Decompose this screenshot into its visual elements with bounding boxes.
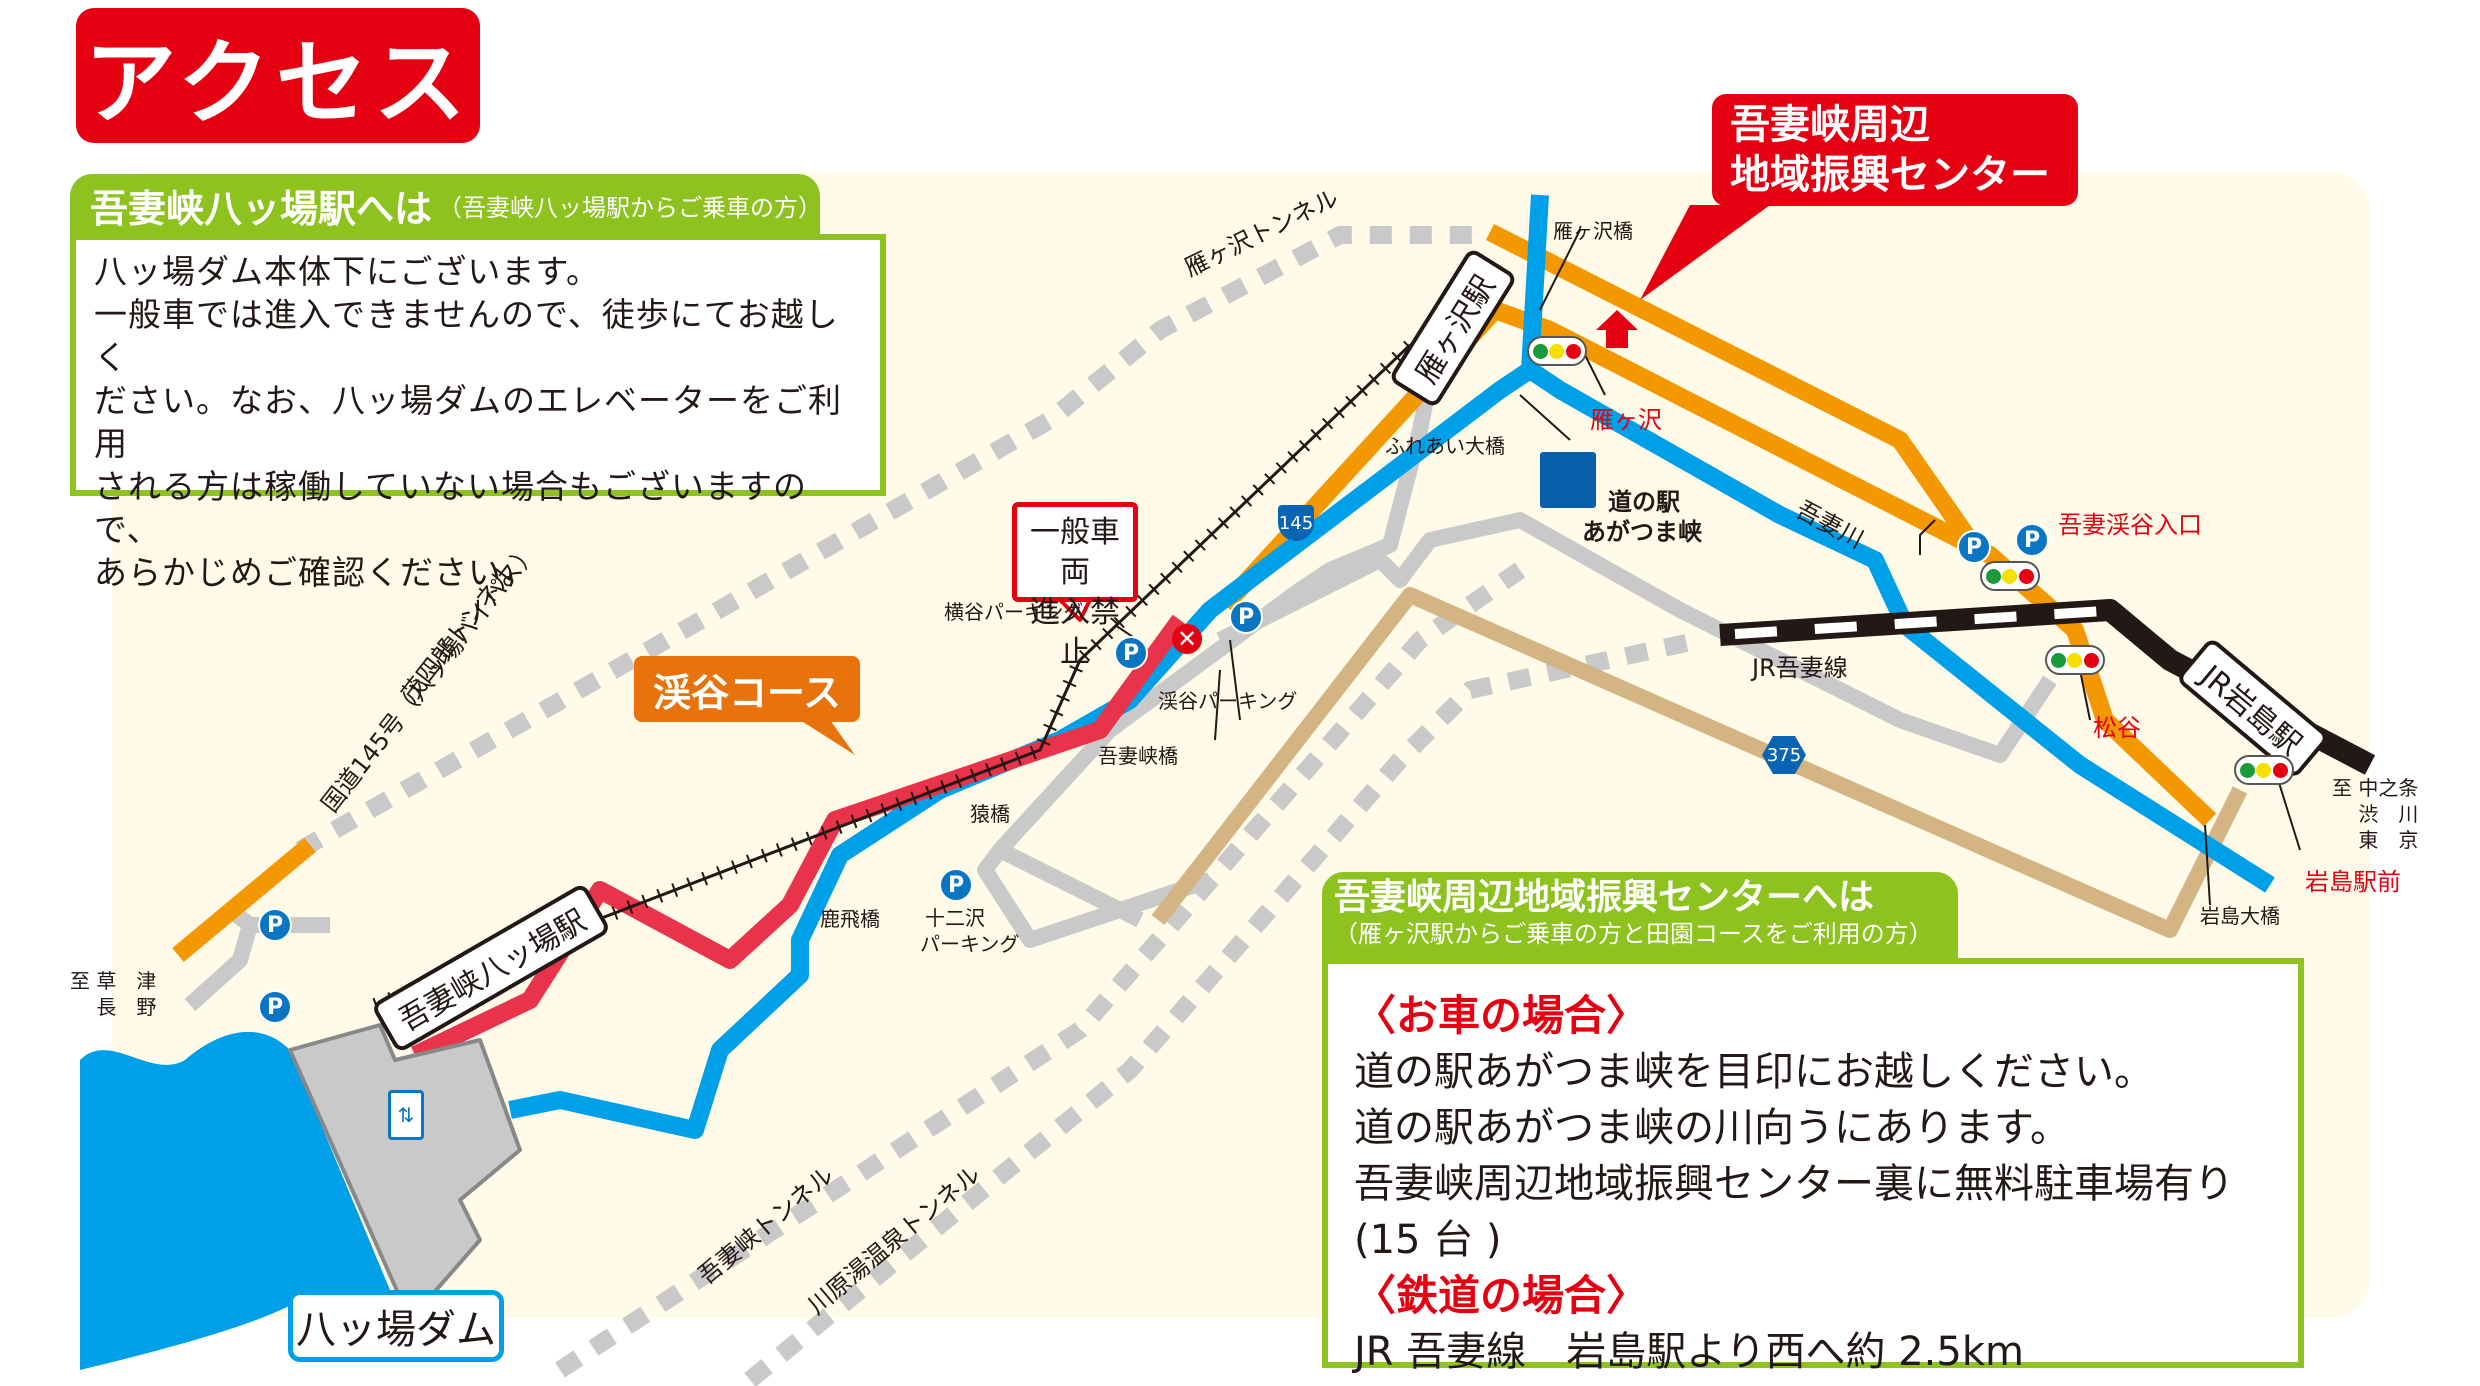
intersection-matsuya: 松谷: [2093, 714, 2141, 742]
label-juniso-parking-2: パーキング: [920, 932, 1020, 956]
yamba-info-line: あらかじめご確認ください。: [94, 553, 536, 592]
yamba-station-info-box: 八ッ場ダム本体下にございます。 一般車では進入できませんので、徒歩にてお越しく …: [70, 234, 886, 592]
keikoku-course-tag: 渓谷コース: [634, 656, 860, 722]
elevator-icon: ⇅: [388, 1090, 424, 1140]
car-heading: 〈お車の場合〉: [1354, 991, 1649, 1040]
jr-agatsuma-line-east-dash: [1734, 606, 2106, 639]
intersection-iwashima-ekimae: 岩島駅前: [2305, 868, 2401, 896]
jr-agatsuma-line-west: [374, 343, 1412, 1007]
parking-icon: P: [1114, 636, 1148, 670]
michi-no-eki-icon: [1540, 452, 1596, 508]
parking-icon: P: [258, 908, 292, 942]
michi-no-eki-label-2: あがつま峡: [1582, 518, 1702, 546]
intersection-agatsuma-keikoku-entrance: 吾妻渓谷入口: [2058, 511, 2202, 539]
destination-east: 至 中之条 渋 川 東 京: [2332, 776, 2419, 852]
destination-west: 至 草 津 長 野: [70, 969, 157, 1019]
route-375-badge: 375: [1762, 736, 1806, 774]
page-title: アクセス: [76, 8, 480, 143]
label-shika-bridge: 鹿飛橋: [820, 907, 880, 931]
no-entry-sign: 一般車両 進入禁止: [1012, 502, 1138, 670]
yamba-info-line: 八ッ場ダム本体下にございます。: [94, 252, 601, 291]
label-iwashima-bridge: 岩島大橋: [2200, 904, 2280, 928]
label-juniso-parking-1: 十二沢: [925, 906, 985, 930]
parking-icon: P: [939, 868, 973, 902]
tunnel-kawarayu: [744, 631, 1702, 1386]
rail-line: JR 吾妻線 岩島駅より西へ約 2.5km: [1354, 1329, 2024, 1375]
parking-icon: P: [2015, 523, 2049, 557]
parking-icon: P: [1229, 600, 1263, 634]
traffic-signal-icon: [1980, 561, 2040, 591]
national-road-west: [172, 838, 316, 962]
no-entry-line2: 進入禁止: [1030, 595, 1120, 670]
label-fureai-bridge: ふれあい大橋: [1385, 434, 1505, 458]
national-road-145-new: [1485, 223, 1988, 561]
keikoku-course: [411, 614, 1188, 1064]
center-callout: 吾妻峡周辺 地域振興センター: [1712, 94, 2078, 206]
center-callout-line1: 吾妻峡周辺: [1730, 102, 1930, 148]
no-entry-line1: 一般車両: [1030, 515, 1120, 590]
keikoku-pointer: [800, 720, 855, 755]
tunnel-gangasawa: [295, 226, 1480, 858]
intersection-gangasawa: 雁ヶ沢: [1590, 406, 1662, 434]
car-line: 道の駅あがつま峡の川向うにあります。: [1354, 1105, 2070, 1151]
yamba-info-line: される方は稼働していない場合もございますので、: [94, 467, 808, 549]
center-info-heading: 吾妻峡周辺地域振興センターへは （雁ヶ沢駅からご乗車の方と田園コースをご利用の方…: [1322, 872, 1958, 962]
dam-label: 八ッ場ダム: [288, 1290, 504, 1362]
center-subheading-text: （雁ヶ沢駅からご乗車の方と田園コースをご利用の方）: [1334, 920, 1933, 948]
agatsuma-river: [508, 194, 2275, 1139]
center-pointer: [1640, 205, 1770, 300]
car-line: 吾妻峡周辺地域振興センター裏に無料駐車場有り: [1354, 1161, 2234, 1207]
michi-no-eki-label-1: 道の駅: [1608, 488, 1680, 516]
label-yokoya-parking: 横谷パーキング: [944, 600, 1084, 624]
yamba-subheading-text: （吾妻峡八ッ場駅からご乗車の方）: [438, 193, 823, 222]
yamba-info-line: ださい。なお、八ッ場ダムのエレベーターをご利用: [94, 381, 842, 463]
yamba-station-heading: 吾妻峡八ッ場駅へは （吾妻峡八ッ場駅からご乗車の方）: [70, 174, 823, 236]
center-house-arrow: [1596, 310, 1638, 348]
center-callout-line2: 地域振興センター: [1730, 152, 2050, 198]
center-info-box: 〈お車の場合〉 道の駅あがつま峡を目印にお越しください。 道の駅あがつま峡の川向…: [1322, 958, 2304, 1375]
yamba-info-line: 一般車では進入できませんので、徒歩にてお越しく: [94, 295, 839, 377]
label-gangasawa-bridge: 雁ヶ沢橋: [1553, 219, 1633, 243]
dam-lake: [80, 1031, 390, 1370]
label-jr-agatsuma-line: JR吾妻線: [1752, 654, 1848, 682]
car-line: (15 台 ): [1354, 1217, 1502, 1263]
label-saru-bridge: 猿橋: [970, 802, 1010, 826]
rail-heading: 〈鉄道の場合〉: [1354, 1271, 1649, 1320]
center-heading-text: 吾妻峡周辺地域振興センターへは: [1334, 877, 1875, 918]
parking-icon: P: [258, 990, 292, 1024]
parking-icon: P: [1957, 530, 1991, 564]
yamba-heading-text: 吾妻峡八ッ場駅へは: [90, 186, 433, 231]
route-145-badge: 145: [1278, 505, 1314, 541]
traffic-signal-icon: [2045, 645, 2105, 675]
label-keikoku-parking: 渓谷パーキング: [1158, 689, 1298, 713]
car-line: 道の駅あがつま峡を目印にお越しください。: [1354, 1049, 2154, 1095]
traffic-signal-icon: [2234, 755, 2294, 785]
no-entry-icon: ✕: [1172, 624, 1202, 654]
label-agatsumakyo-bridge: 吾妻峡橋: [1098, 744, 1178, 768]
local-road-2: [1216, 512, 2057, 763]
traffic-signal-icon: [1527, 336, 1587, 366]
